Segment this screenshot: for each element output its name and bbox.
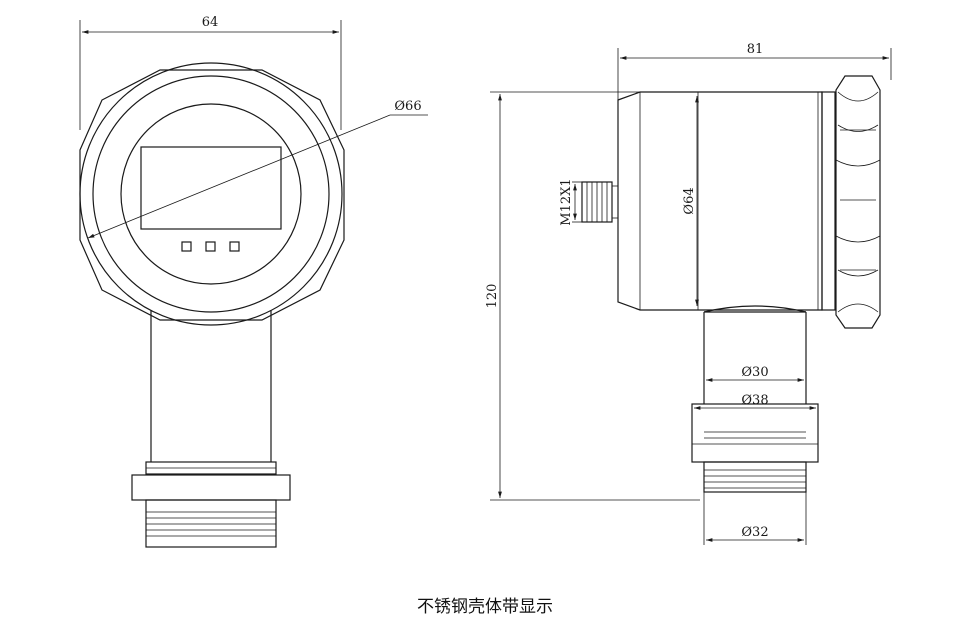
dim-neck-diameter: Ø30 — [741, 365, 768, 380]
head-mid-circle — [92, 75, 330, 313]
dim-thread-diameter: Ø32 — [741, 525, 768, 540]
dim-port-thread: M12X1 — [559, 178, 574, 225]
dim-front-width: 64 — [202, 15, 219, 30]
head-nut-outline — [79, 69, 345, 321]
side-collar — [821, 91, 836, 311]
side-neck-cap — [703, 305, 807, 313]
display-window-circle — [120, 103, 302, 285]
dim-flange-diameter: Ø38 — [741, 393, 768, 408]
head-outer-circle — [79, 62, 343, 326]
front-hex-fitting — [131, 474, 291, 501]
dim-front-diameter: Ø66 — [394, 99, 421, 114]
display-screen — [140, 146, 282, 230]
side-thread — [703, 461, 807, 493]
front-thread — [145, 499, 277, 548]
display-button-right — [229, 241, 240, 252]
side-view: 81 120 Ø64 — [485, 42, 892, 545]
front-view: 64 Ø66 — [79, 15, 428, 548]
dim-body-diameter: Ø64 — [682, 187, 697, 214]
dim-side-height: 120 — [485, 284, 500, 309]
side-flange — [691, 403, 819, 463]
dim-side-length: 81 — [747, 42, 764, 57]
figure-caption: 不锈钢壳体带显示 — [417, 597, 553, 617]
display-button-middle — [205, 241, 216, 252]
side-hex-nut — [835, 75, 881, 329]
display-button-left — [181, 241, 192, 252]
side-housing — [617, 91, 823, 311]
